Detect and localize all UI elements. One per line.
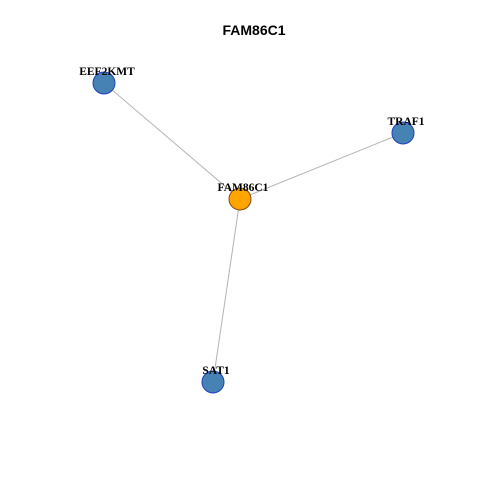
node-label-fam86c1: FAM86C1	[218, 182, 269, 194]
edges-layer	[103, 82, 404, 383]
node-sat1[interactable]	[201, 370, 225, 394]
edge-fam86c1-eef2kmt	[103, 82, 241, 200]
nodes-layer	[92, 71, 415, 394]
edge-fam86c1-sat1	[212, 198, 241, 383]
diagram-title: FAM86C1	[222, 22, 285, 38]
node-fam86c1[interactable]	[228, 187, 252, 211]
node-eef2kmt[interactable]	[92, 71, 116, 95]
node-traf1[interactable]	[391, 121, 415, 145]
node-label-eef2kmt: EEF2KMT	[79, 66, 135, 78]
node-label-traf1: TRAF1	[387, 116, 424, 128]
node-label-sat1: SAT1	[202, 365, 230, 377]
edge-fam86c1-traf1	[239, 132, 404, 200]
